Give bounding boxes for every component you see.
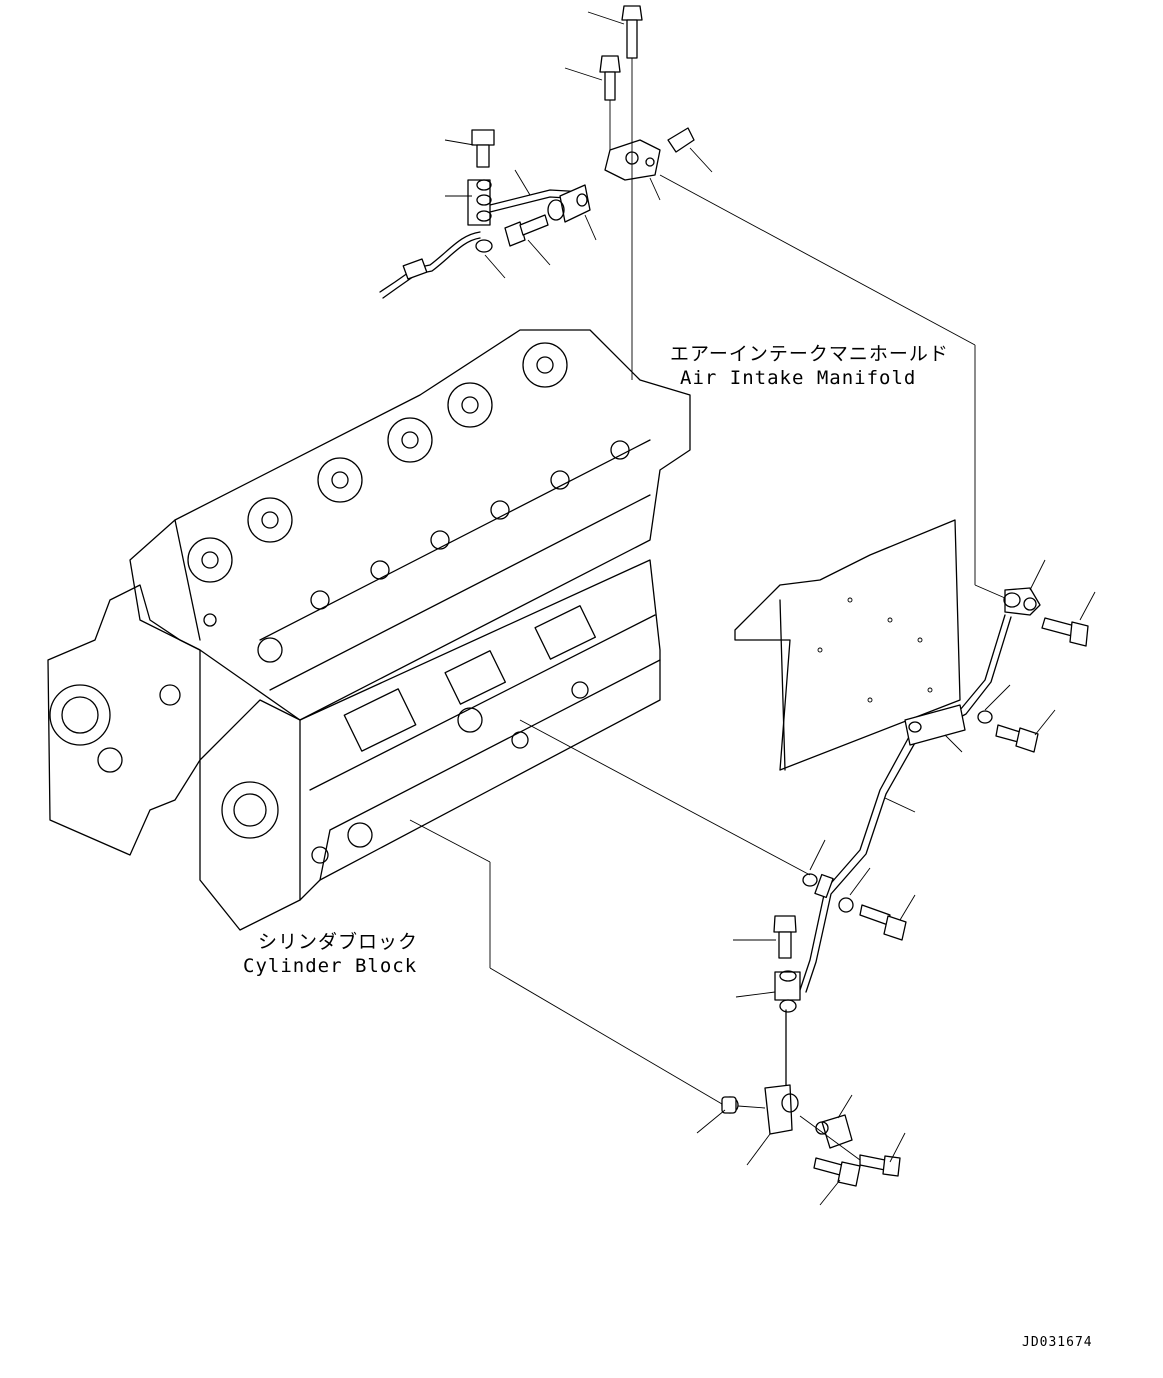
manifold-cover-plate xyxy=(734,519,961,771)
engine-block xyxy=(47,329,691,931)
label-air-intake-manifold-jp: エアーインテークマニホールド xyxy=(670,343,949,365)
drawing-code: JD031674 xyxy=(1022,1335,1093,1350)
label-cylinder-block-jp: シリンダブロック xyxy=(258,930,418,953)
reference-lines xyxy=(409,11,1096,1206)
pipe-assembly xyxy=(721,587,1089,1187)
label-air-intake-manifold-en: Air Intake Manifold xyxy=(680,367,916,389)
label-cylinder-block-en: Cylinder Block xyxy=(243,955,417,977)
top-bracket-assembly xyxy=(379,5,695,299)
